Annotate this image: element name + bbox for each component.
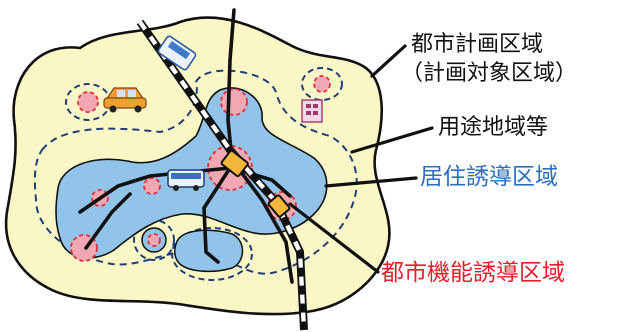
building-icon [301,99,323,123]
land-use-zone-small-2 [301,67,343,101]
function-area-north [220,88,248,116]
function-area-isolated-1 [77,91,99,113]
bus-icon [167,169,205,191]
label-land-use-zone: 用途地域等 [438,115,549,140]
function-area-small-west [143,177,161,195]
residential-inducement-area-small-2 [173,229,244,273]
label-city-planning-area-sub: （計画対象区域） [401,61,578,86]
car-icon [103,87,147,113]
station-south [267,194,291,218]
road-southwest [84,192,132,250]
function-area-isolated-2 [147,233,161,247]
label-city-planning-area: 都市計画区域 [411,32,544,57]
train-icon [157,35,197,71]
road-west [78,166,232,214]
function-area-isolated-3 [313,75,331,93]
leader-line-city-area [370,44,407,78]
leader-line-urban-function [288,202,380,274]
label-residential-inducement-area: 居住誘導区域 [420,164,558,190]
leader-line-land-use [350,126,434,154]
land-use-zone-small-4 [171,227,253,281]
road-south [202,166,232,264]
land-use-zone-boundary [33,69,358,275]
station-main [220,149,249,178]
leader-line-residential [324,176,418,188]
label-urban-function-inducement-area: 都市機能誘導区域 [381,260,565,286]
